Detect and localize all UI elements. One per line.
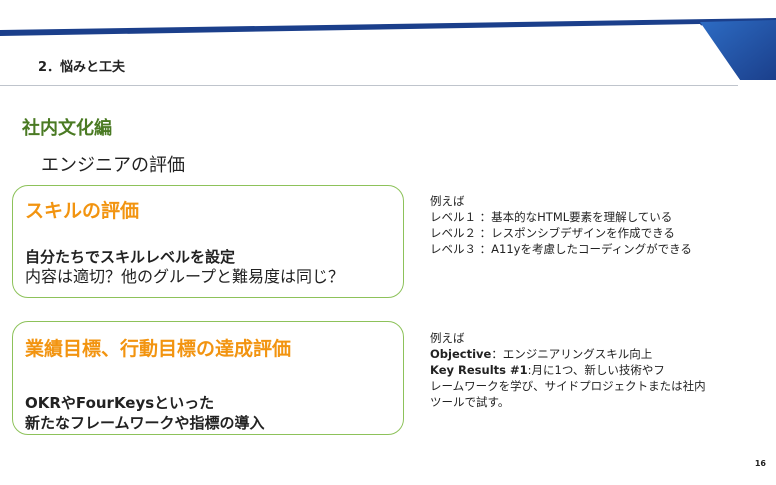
card-line: 内容は適切？他のグループと難易度は同じ？ [25, 267, 345, 286]
key-result-text: :月に1つ、新しい技術やフ [527, 363, 665, 377]
example-line: レベル２ ：レスポンシブデザインを作成できる [430, 226, 675, 240]
slide-subtitle: エンジニアの評価 [41, 155, 185, 176]
header-band [0, 0, 776, 85]
key-result-text-cont: レームワークを学び、サイドプロジェクトまたは社内 [430, 379, 706, 393]
skill-evaluation-card: スキルの評価 自分たちでスキルレベルを設定 内容は適切？他のグループと難易度は同… [12, 185, 404, 298]
objective-text: ：エンジニアリングスキル向上 [491, 347, 653, 361]
example-intro: 例えば [430, 331, 465, 345]
section-title: 2．悩みと工夫 [38, 60, 126, 75]
key-result-text-cont: ツールで試す。 [430, 395, 510, 409]
card-heading: 業績目標、行動目標の達成評価 [25, 338, 292, 360]
objective-label: Objective [430, 347, 492, 361]
card-line: 新たなフレームワークや指標の導入 [25, 414, 265, 432]
key-result-label: Key Results #1 [430, 363, 528, 377]
key-result-row: Key Results #1:月に1つ、新しい技術やフ [430, 362, 706, 378]
skill-level-examples: 例えば レベル１ ：基本的なHTML要素を理解している レベル２ ：レスポンシブ… [430, 193, 692, 257]
card-heading: スキルの評価 [25, 200, 140, 222]
header-decoration [0, 0, 776, 80]
page-number: 16 [754, 459, 766, 468]
performance-evaluation-card: 業績目標、行動目標の達成評価 OKRやFourKeysといった 新たなフレームワ… [12, 321, 404, 435]
example-line: レベル１ ：基本的なHTML要素を理解している [430, 210, 673, 224]
example-line: レベル３ ：A11yを考慮したコーディングができる [430, 242, 692, 256]
card-line: OKRやFourKeysといった [25, 394, 215, 412]
header-divider [0, 85, 738, 86]
okr-example: 例えば Objective：エンジニアリングスキル向上 Key Results … [430, 330, 706, 410]
objective-row: Objective：エンジニアリングスキル向上 [430, 346, 706, 362]
example-intro: 例えば [430, 194, 465, 208]
card-line: 自分たちでスキルレベルを設定 [25, 248, 236, 266]
category-heading: 社内文化編 [22, 118, 112, 139]
